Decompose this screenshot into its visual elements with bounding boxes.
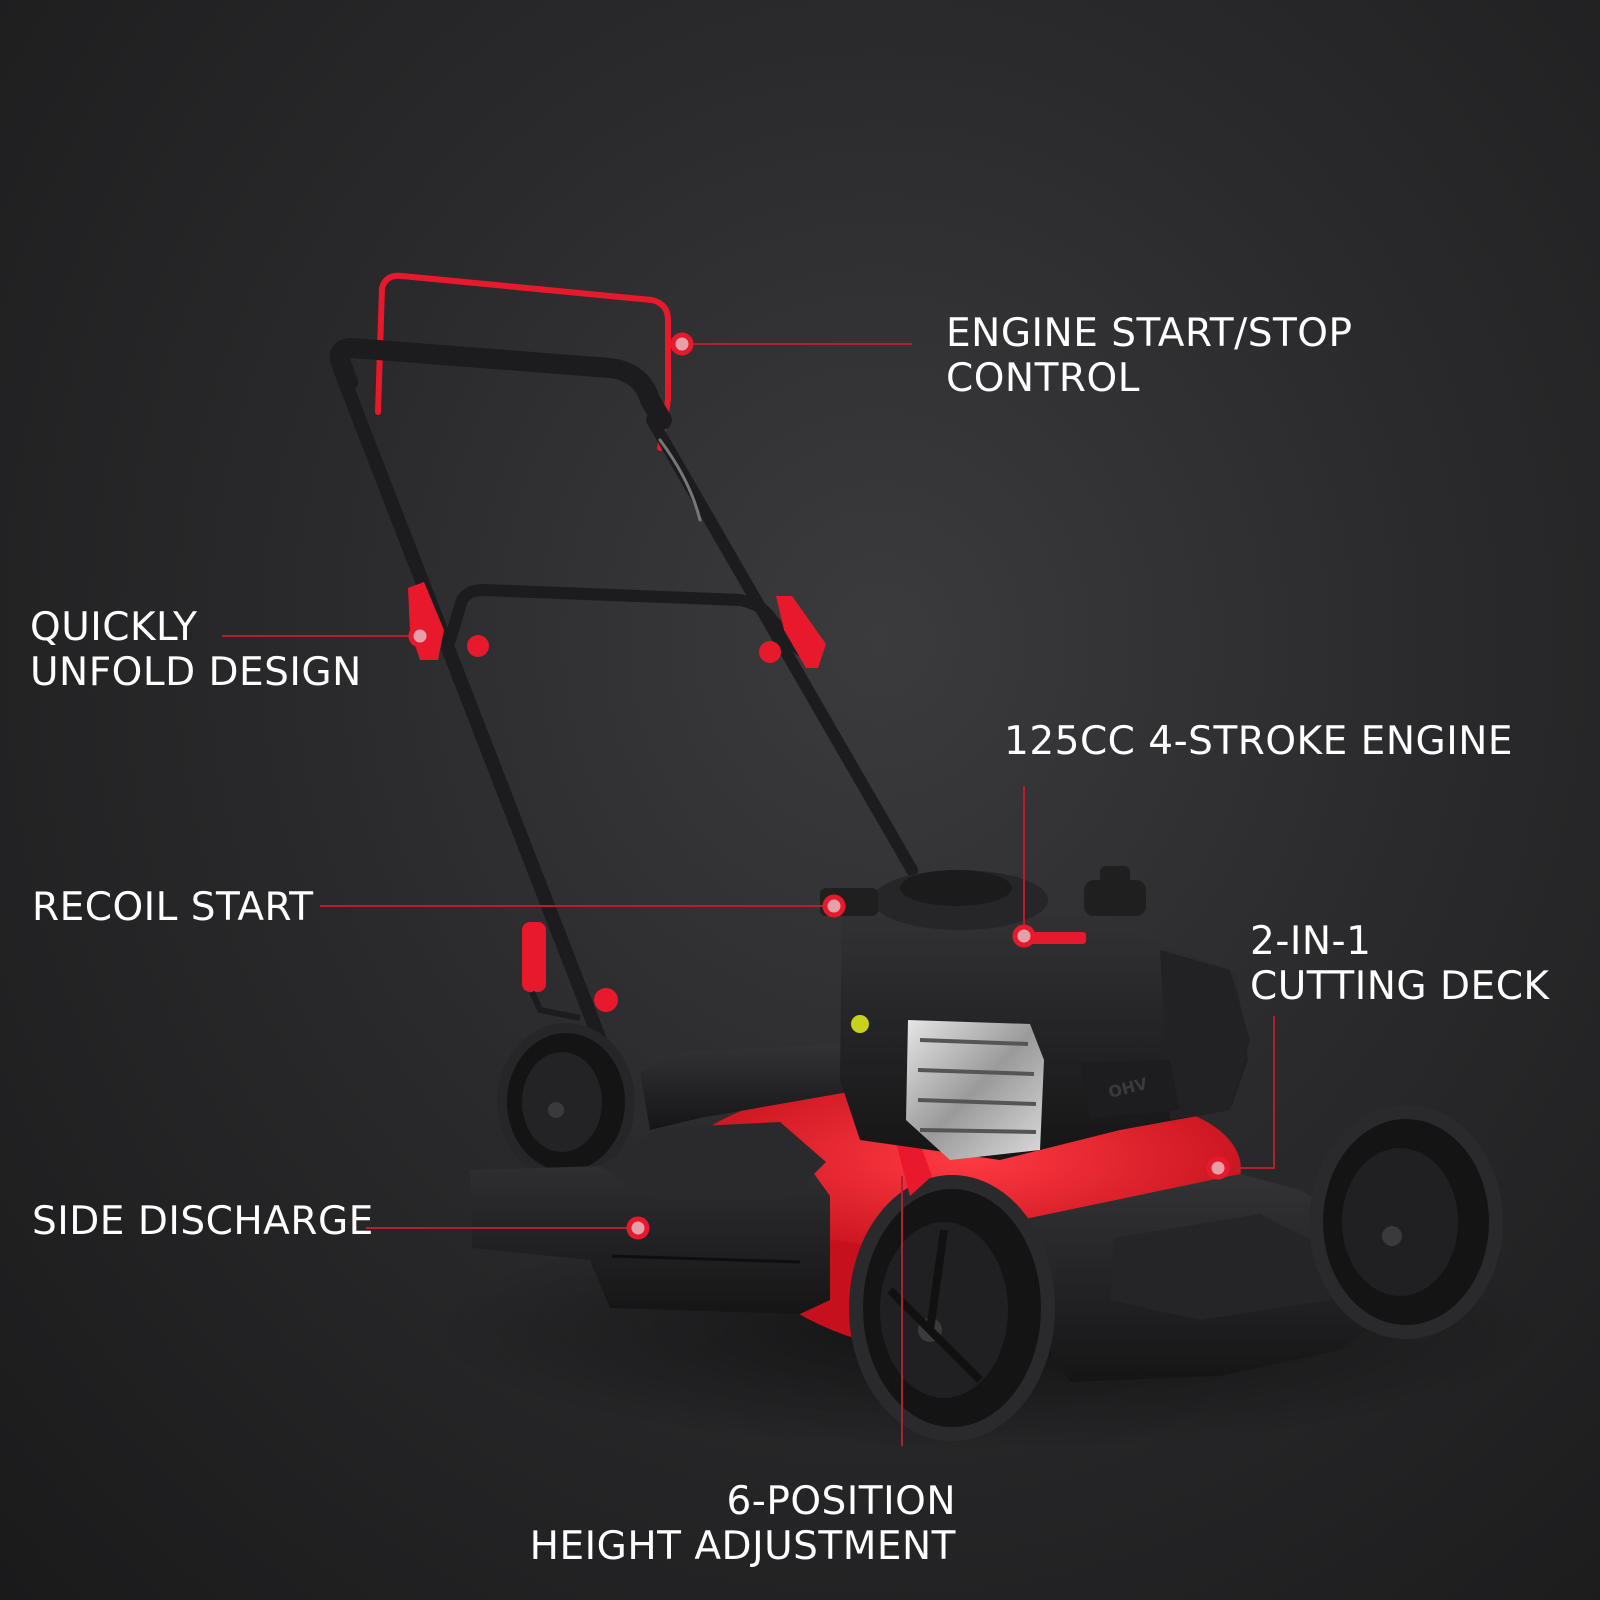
left-fold-lever	[408, 582, 444, 660]
rear-deck-housing	[640, 1044, 860, 1130]
marker-recoil-start	[822, 894, 846, 918]
callout-cutting-deck: 2-IN-1 CUTTING DECK	[1250, 919, 1550, 1010]
callout-line: UNFOLD DESIGN	[30, 649, 362, 695]
engine	[820, 866, 1250, 1160]
callout-line: HEIGHT ADJUSTMENT	[529, 1523, 956, 1569]
marker-engine-125cc	[1012, 924, 1036, 948]
callout-line: CONTROL	[946, 355, 1140, 401]
callout-line: SIDE DISCHARGE	[32, 1199, 374, 1244]
control-cable	[658, 438, 702, 522]
upper-handle-bar	[329, 338, 672, 430]
left-fold-knob	[467, 635, 489, 657]
handle-mount-knob	[594, 988, 618, 1012]
right-fold-knob	[759, 641, 781, 663]
callout-line: RECOIL START	[32, 885, 314, 930]
callout-line: CUTTING DECK	[1250, 963, 1550, 1009]
callout-engine-start-stop: ENGINE START/STOP CONTROL	[946, 311, 1353, 402]
mower-handle	[329, 272, 918, 1047]
callout-side-discharge: SIDE DISCHARGE	[32, 1199, 374, 1245]
front-left-wheel	[849, 1175, 1055, 1441]
fold-knobs	[408, 582, 826, 1012]
right-fold-lever	[776, 596, 826, 668]
callout-recoil-start: RECOIL START	[32, 885, 314, 931]
callout-line: QUICKLY	[30, 605, 198, 650]
marker-cutting-deck	[1206, 1156, 1230, 1180]
marker-quickly-unfold	[408, 624, 432, 648]
rear-left-wheel	[497, 1023, 635, 1181]
height-lever-rear	[522, 922, 546, 992]
callout-line: ENGINE START/STOP	[946, 311, 1353, 356]
callout-line: 125CC 4-STROKE ENGINE	[1004, 719, 1514, 764]
side-discharge-chute	[470, 1122, 830, 1314]
callout-line: 2-IN-1	[1250, 919, 1372, 964]
left-handle-tube	[337, 373, 607, 1047]
marker-engine-start-stop	[670, 332, 694, 356]
leader-cutting-deck	[1218, 1016, 1275, 1169]
marker-side-discharge	[626, 1216, 650, 1240]
leader-lines	[222, 343, 1275, 1446]
callout-height-adjust: 6-POSITION HEIGHT ADJUSTMENT	[529, 1479, 956, 1570]
callout-engine-125cc: 125CC 4-STROKE ENGINE	[1004, 719, 1514, 765]
lower-handle-bar	[444, 584, 806, 656]
right-handle-tube	[646, 414, 918, 876]
rear-lever-rod	[529, 990, 581, 1021]
callout-line: 6-POSITION	[726, 1479, 956, 1524]
front-right-wheel	[1309, 1105, 1503, 1339]
callout-quickly-unfold: QUICKLY UNFOLD DESIGN	[30, 605, 362, 696]
bail-bar	[375, 272, 671, 451]
marker-dots	[408, 332, 1230, 1240]
bumper-panel	[1110, 1214, 1330, 1320]
